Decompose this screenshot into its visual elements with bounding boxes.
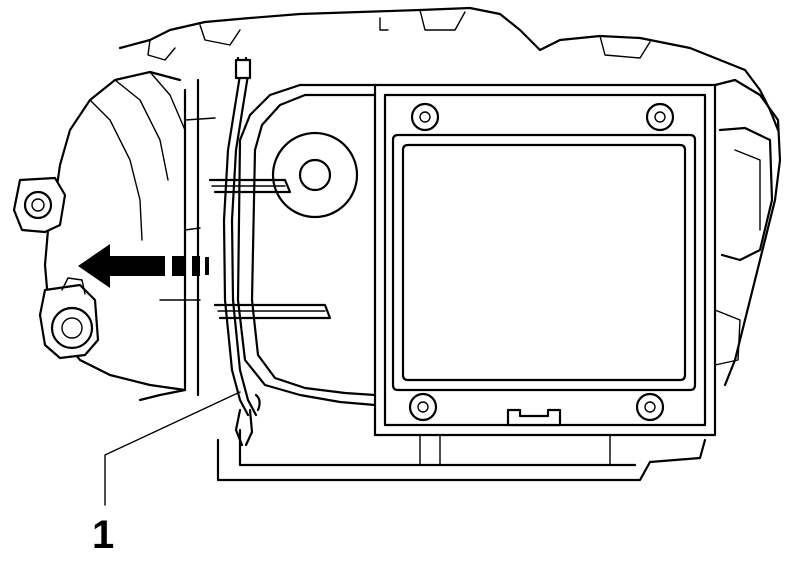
screw-top-left <box>410 102 440 132</box>
housing-base <box>216 428 707 482</box>
removal-direction-arrow <box>78 244 209 288</box>
housing-side-wall <box>138 78 216 402</box>
flap-housing <box>208 83 377 407</box>
mounting-lug-lower <box>38 277 100 360</box>
screw-bottom-left <box>408 392 438 422</box>
filter-cover-plate <box>373 83 717 437</box>
retaining-clip-wire <box>222 56 261 447</box>
screw-bottom-right <box>635 392 665 422</box>
callout-1-leader <box>104 391 241 506</box>
screw-top-right <box>645 102 675 132</box>
housing-top-contour <box>118 6 780 132</box>
housing-right-side <box>713 78 782 387</box>
callout-1-label: 1 <box>92 513 114 557</box>
mounting-lug-upper <box>12 176 67 234</box>
blower-motor-body <box>43 70 187 392</box>
